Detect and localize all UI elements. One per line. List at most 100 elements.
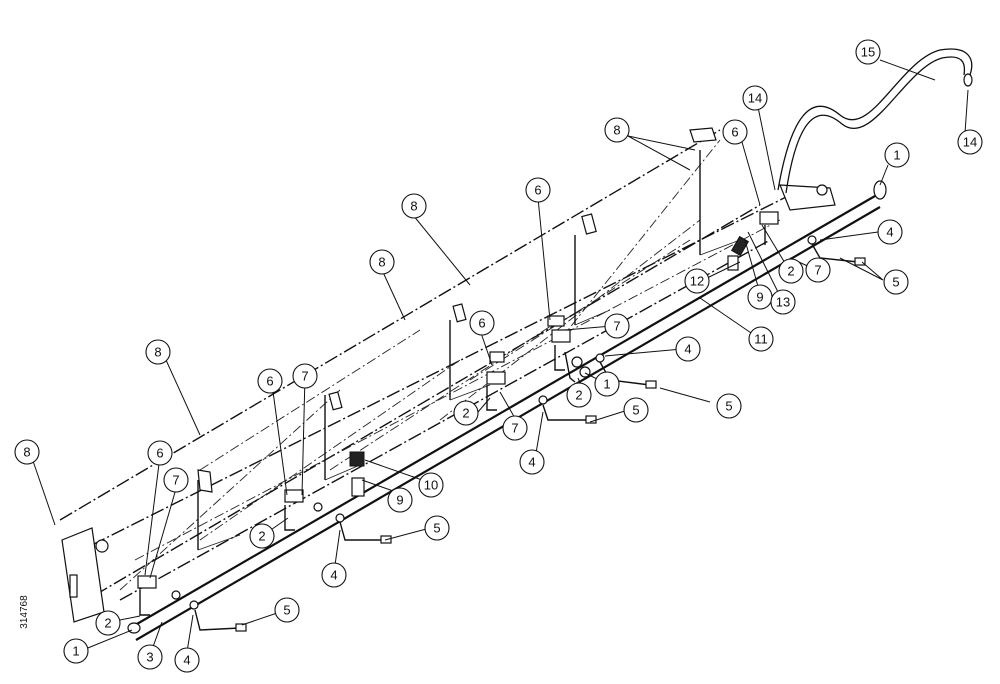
truss-diagonals — [119, 139, 721, 591]
callout-circle — [742, 85, 768, 111]
callout-label: 5 — [283, 603, 290, 618]
callout-label: 12 — [690, 274, 704, 289]
valve-body — [349, 451, 365, 467]
callout-2: 2 — [453, 400, 479, 426]
callout-label: 6 — [478, 316, 485, 331]
callout-8: 8 — [14, 439, 40, 465]
callout-7: 7 — [292, 363, 318, 389]
tee-riser — [564, 351, 576, 383]
callout-circle — [369, 249, 395, 275]
callout-label: 4 — [330, 568, 337, 583]
callout-2: 2 — [566, 382, 592, 408]
callout-circle — [145, 339, 171, 365]
nozzle-tip — [854, 257, 866, 266]
top-bracket — [581, 213, 597, 235]
callout-label: 6 — [266, 374, 273, 389]
callout-label: 1 — [72, 644, 79, 659]
callout-label: 6 — [731, 125, 738, 140]
callout-10: 10 — [418, 472, 444, 498]
bottom-chord-front — [119, 239, 771, 601]
nozzle-tip — [585, 415, 597, 424]
callout-circle — [716, 393, 742, 419]
nozzle-drops — [194, 243, 859, 631]
clamp-bracket — [137, 575, 157, 589]
callout-5: 5 — [623, 397, 649, 423]
callout-14: 14 — [742, 85, 768, 111]
callout-7: 7 — [502, 415, 528, 441]
callout-circle — [675, 336, 701, 362]
callout-4: 4 — [174, 647, 200, 673]
nozzle-body — [189, 600, 199, 610]
callout-label: 4 — [684, 342, 691, 357]
cross-members — [197, 239, 741, 551]
callout-1: 1 — [63, 638, 89, 664]
callout-circle — [147, 440, 173, 466]
callout-circle — [63, 638, 89, 664]
callout-circle — [163, 467, 189, 493]
left-hinge-bracket — [197, 469, 213, 493]
callout-label: 8 — [613, 123, 620, 138]
callout-circle — [594, 371, 620, 397]
callout-circle — [684, 268, 710, 294]
mid-chord — [94, 204, 761, 596]
callout-circle — [418, 472, 444, 498]
callout-5: 5 — [424, 515, 450, 541]
callout-circle — [525, 177, 551, 203]
callout-2: 2 — [778, 258, 804, 284]
callout-label: 5 — [632, 403, 639, 418]
nozzle-body — [595, 353, 605, 363]
bracket-drops — [139, 225, 766, 616]
callout-label: 4 — [886, 225, 893, 240]
callout-circle — [623, 397, 649, 423]
hose-line-2 — [785, 56, 966, 194]
nozzle-body — [807, 235, 817, 245]
callout-label: 2 — [258, 529, 265, 544]
clamp-bracket — [284, 489, 304, 503]
callout-8: 8 — [145, 339, 171, 365]
callout-11: 11 — [748, 326, 774, 352]
callout-circle — [778, 258, 804, 284]
callout-4: 4 — [675, 336, 701, 362]
callout-circle — [604, 117, 630, 143]
nozzle-body — [313, 502, 323, 512]
clamp-bracket — [547, 315, 565, 327]
callout-label: 9 — [756, 290, 763, 305]
callout-circle — [604, 313, 630, 339]
nozzle-body — [538, 395, 548, 405]
hose-line-1 — [777, 48, 973, 191]
fittings — [137, 211, 866, 632]
callout-circle — [566, 382, 592, 408]
callout-circle — [722, 119, 748, 145]
boom-frame — [59, 127, 836, 623]
callout-6: 6 — [257, 368, 283, 394]
callout-label: 2 — [104, 616, 111, 631]
callout-circle — [387, 487, 413, 513]
callout-2: 2 — [95, 610, 121, 636]
callout-13: 13 — [770, 289, 796, 315]
callout-label: 5 — [725, 399, 732, 414]
callout-3: 3 — [137, 644, 163, 670]
valve-bowl-right — [727, 255, 739, 271]
callout-circle — [883, 269, 909, 295]
leader-lines — [31, 59, 969, 659]
callout-circle — [14, 439, 40, 465]
clamp-bracket — [759, 211, 779, 225]
callout-15: 15 — [855, 39, 881, 65]
callout-circle — [453, 400, 479, 426]
callout-circle — [519, 449, 545, 475]
callout-2: 2 — [249, 523, 275, 549]
hinge-pin-right — [816, 184, 828, 196]
callout-label: 7 — [613, 319, 620, 334]
clamp-bracket — [489, 351, 505, 363]
callout-label: 10 — [424, 478, 438, 493]
callout-label: 8 — [410, 199, 417, 214]
callout-circle — [770, 289, 796, 315]
callout-5: 5 — [274, 597, 300, 623]
callout-circle — [321, 562, 347, 588]
callout-circle — [95, 610, 121, 636]
drawing-reference-code: 314768 — [18, 595, 30, 629]
callout-circle — [174, 647, 200, 673]
callout-8: 8 — [369, 249, 395, 275]
